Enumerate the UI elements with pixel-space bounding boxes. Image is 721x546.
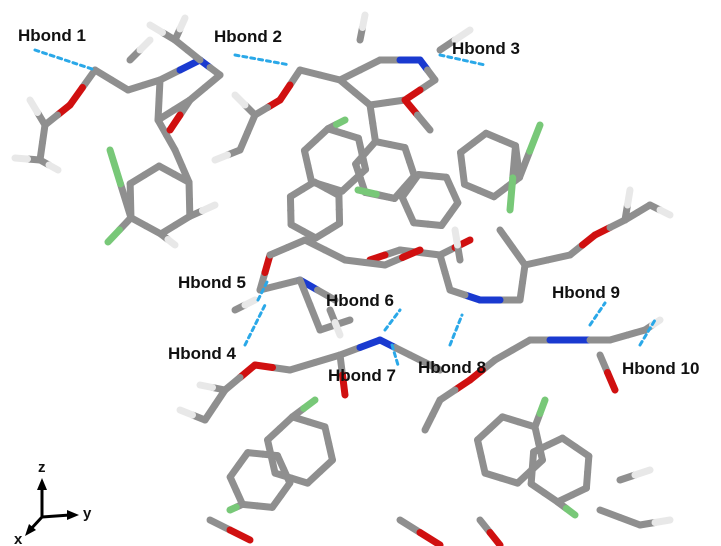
hydrogen-bond-lines [33,48,657,367]
hbond-10-label: Hbond 10 [622,359,700,378]
hbond-9-label: Hbond 9 [552,283,620,302]
hbond-2-label: Hbond 2 [214,27,282,46]
axis-y-label: y [83,505,92,522]
hbond-1-label: Hbond 1 [18,26,86,45]
hbond-5-label: Hbond 5 [178,273,246,292]
hbond-4-label: Hbond 4 [168,344,236,363]
hbond-3-label: Hbond 3 [452,39,520,58]
hbond-6-label: Hbond 6 [326,291,394,310]
axis-x-label: x [14,531,23,546]
molecule-bonds [11,11,674,546]
hbond-7-label: Hbond 7 [328,366,396,385]
axis-triad [25,478,79,536]
axis-z-label: z [38,459,46,476]
hbond-8-label: Hbond 8 [418,358,486,377]
